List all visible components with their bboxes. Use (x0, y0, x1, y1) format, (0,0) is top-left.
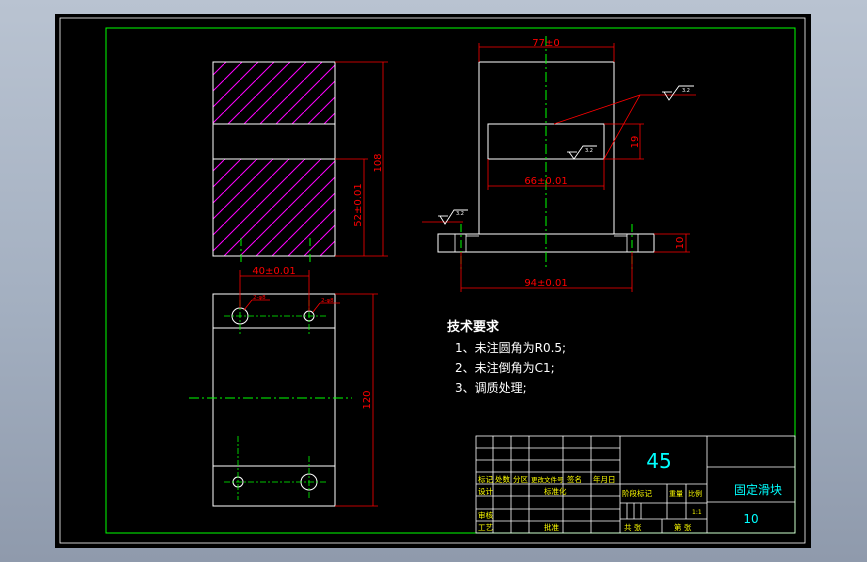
dim-side-offset: 52±0.01 (353, 183, 364, 226)
tb-stage: 阶段标记 (622, 488, 652, 498)
dim-plan-height: 120 (362, 390, 373, 409)
tb-process: 工艺 (478, 523, 493, 532)
surface-mark-c: 3.2 (422, 209, 468, 225)
surface-mark-b: 3.2 (567, 145, 597, 160)
dim-top-width: 77±0 (532, 38, 559, 49)
side-section-view: 108 52±0.01 (212, 61, 388, 262)
hatch-lower (212, 158, 336, 257)
svg-text:3.2: 3.2 (585, 148, 593, 154)
svg-text:3.2: 3.2 (682, 88, 690, 94)
tb-label-change: 更改文件号 (531, 475, 564, 484)
tb-weight: 重量 (669, 490, 683, 498)
dim-slot-width: 66±0.01 (524, 176, 567, 187)
title-block (475, 435, 796, 534)
dim-slot-depth: 19 (630, 136, 641, 149)
tb-scale: 比例 (688, 489, 702, 498)
tech-requirements: 技术要求 1、未注圆角为R0.5; 2、未注倒角为C1; 3、调质处理; (447, 319, 566, 395)
plan-view: 40±0.01 2-φ8 2-φ8 120 (189, 266, 378, 507)
tb-label-date: 年月日 (593, 474, 616, 484)
dim-base-width: 94±0.01 (524, 278, 567, 289)
tb-sheets-total: 共 张 (624, 523, 642, 532)
tech-title: 技术要求 (447, 319, 500, 335)
tb-label-mark: 标记 (478, 474, 493, 484)
tb-label-count: 处数 (495, 474, 510, 484)
tb-part-name: 固定滑块 (734, 482, 782, 497)
tb-designer: 设计 (478, 486, 493, 496)
surface-mark-a: 3.2 (662, 85, 694, 101)
front-view: 77±0 66±0.01 19 10 94±0.01 (437, 36, 696, 292)
tb-sheet-no: 第 张 (674, 522, 692, 532)
tb-review: 审核 (478, 510, 493, 520)
svg-text:3.2: 3.2 (456, 211, 464, 217)
tb-approve: 批准 (544, 522, 559, 532)
hole-callout-right: 2-φ8 (321, 298, 334, 304)
dim-side-height: 108 (373, 153, 384, 172)
hole-callout-left: 2-φ8 (253, 295, 266, 301)
tb-material: 45 (646, 449, 671, 473)
tech-item-2: 2、未注倒角为C1; (455, 360, 555, 375)
tech-item-3: 3、调质处理; (455, 381, 527, 395)
tb-label-zone: 分区 (513, 475, 528, 484)
outer-frame (59, 17, 806, 544)
tech-item-1: 1、未注圆角为R0.5; (455, 340, 566, 355)
inner-frame (105, 27, 796, 534)
hatch-upper (212, 61, 336, 125)
tb-standard: 标准化 (544, 486, 567, 496)
tb-drawing-no: 10 (743, 512, 758, 526)
dim-base-height: 10 (675, 237, 686, 250)
dim-hole-spacing: 40±0.01 (252, 266, 295, 277)
drawing-sheet (55, 14, 811, 548)
tb-label-sign: 签名 (567, 474, 582, 484)
tb-scale-value: 1:1 (692, 509, 702, 516)
